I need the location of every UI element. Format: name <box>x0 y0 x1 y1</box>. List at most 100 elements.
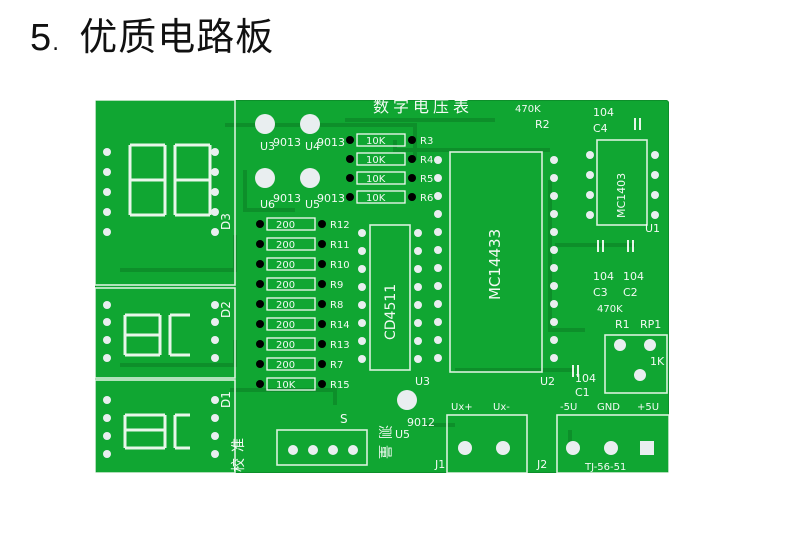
j1-ref: J1 <box>434 458 445 471</box>
r1-value: 470K <box>597 304 623 315</box>
resistor-r12-value: 200 <box>276 220 295 231</box>
chip-pad <box>550 156 558 164</box>
j2-ref: J2 <box>536 458 547 471</box>
heading-number: 5 <box>30 17 53 59</box>
chip-pad <box>358 229 366 237</box>
transistor-u6-ref: U6 <box>260 198 275 211</box>
chip-pad <box>414 247 422 255</box>
chip-pad <box>358 355 366 363</box>
chip-pad <box>358 319 366 327</box>
c4-value: 104 <box>593 106 614 119</box>
j1-pin-uxminus: Ux- <box>493 402 510 413</box>
chip-pad <box>434 264 442 272</box>
chip-pad <box>434 228 442 236</box>
chip-pad <box>414 283 422 291</box>
transistor-footprints <box>255 114 417 410</box>
title-char-5: 表 <box>453 100 469 116</box>
chip-pad <box>550 264 558 272</box>
resistor-r13-body <box>266 337 316 351</box>
resistor-r5-body <box>356 171 406 185</box>
resistor-r10-value: 200 <box>276 260 295 271</box>
resistor-r13-value: 200 <box>276 340 295 351</box>
r1-ref: R1 <box>615 318 630 331</box>
chip-pad <box>550 210 558 218</box>
resistor-r4-value: 10K <box>366 155 386 166</box>
c2-ref: C2 <box>623 286 638 299</box>
transistor-9012-ref: U5 <box>395 428 410 441</box>
display-pads <box>103 148 219 458</box>
resistor-r3-body <box>356 133 406 147</box>
resistor-r6-ref: R6 <box>420 193 433 204</box>
rp1-value: 1K <box>650 355 665 368</box>
chip-pad <box>550 246 558 254</box>
r2-value: 470K <box>515 104 541 115</box>
chip-pad <box>358 247 366 255</box>
j1-pin-uxplus: Ux+ <box>451 402 473 413</box>
chip-pad <box>256 260 264 268</box>
resistor-r14-value: 200 <box>276 320 295 331</box>
j2-model: TJ-56-51 <box>584 462 626 473</box>
transistor-u5-part: 9013 <box>317 192 345 205</box>
transistor-u4-part: 9013 <box>317 136 345 149</box>
resistor-r11-body <box>266 237 316 251</box>
chip-pad <box>586 191 594 199</box>
resistor-r6-value: 10K <box>366 193 386 204</box>
chip-pad <box>358 301 366 309</box>
chip-pad <box>434 318 442 326</box>
switch-right-char-1: 测 <box>376 425 392 439</box>
resistor-r11-ref: R11 <box>330 240 350 251</box>
chip-pad <box>550 300 558 308</box>
chip-pad <box>256 340 264 348</box>
resistor-r7-value: 200 <box>276 360 295 371</box>
transistor-u3-ref: U3 <box>260 140 275 153</box>
chip-pad <box>651 211 659 219</box>
j2-pin-neg5u: -5U <box>560 402 577 413</box>
heading-separator: . <box>52 31 61 56</box>
j2-pin-pos5u: +5U <box>637 402 659 413</box>
chip-pad <box>586 171 594 179</box>
chip-pad <box>434 336 442 344</box>
title-char-2: 字 <box>393 100 409 116</box>
chip-pad <box>318 300 326 308</box>
switch-right-char-2: 量 <box>376 445 392 459</box>
chip-pad <box>358 337 366 345</box>
chip-pad <box>414 319 422 327</box>
chip-pad <box>434 300 442 308</box>
title-char-1: 数 <box>373 100 389 116</box>
terminal-pads <box>288 339 656 455</box>
chip-pad <box>256 360 264 368</box>
chip-pad <box>550 318 558 326</box>
switch-label: S <box>340 412 348 426</box>
chip-pad <box>318 260 326 268</box>
chip-pad <box>408 174 416 182</box>
display-label-d1: D1 <box>219 391 233 408</box>
chip-pad <box>318 220 326 228</box>
chip-pad <box>550 282 558 290</box>
chip-pad <box>550 174 558 182</box>
chip-pad <box>434 174 442 182</box>
chip-pad <box>550 336 558 344</box>
chip-pad <box>550 192 558 200</box>
switch-left-char-1: 校 <box>230 458 247 472</box>
c1-value: 104 <box>575 372 596 385</box>
resistor-r6-body <box>356 190 406 204</box>
chip-pad <box>586 151 594 159</box>
chip-pad <box>550 354 558 362</box>
chip-pad <box>408 193 416 201</box>
chip-pad <box>256 380 264 388</box>
seven-segment-digits <box>123 143 212 450</box>
chip-pad <box>346 193 354 201</box>
chip-pad <box>318 280 326 288</box>
resistor-r12-ref: R12 <box>330 220 350 231</box>
resistor-r8-ref: R8 <box>330 300 343 311</box>
resistor-r13-ref: R13 <box>330 340 350 351</box>
title-char-3: 电 <box>413 100 429 116</box>
title-char-4: 压 <box>433 100 449 116</box>
chip-pads <box>358 151 659 363</box>
chip-pad <box>318 240 326 248</box>
resistor-r15-value: 10K <box>276 380 296 391</box>
c1-ref: C1 <box>575 386 590 399</box>
chip-pad <box>318 320 326 328</box>
chip-pad <box>414 337 422 345</box>
